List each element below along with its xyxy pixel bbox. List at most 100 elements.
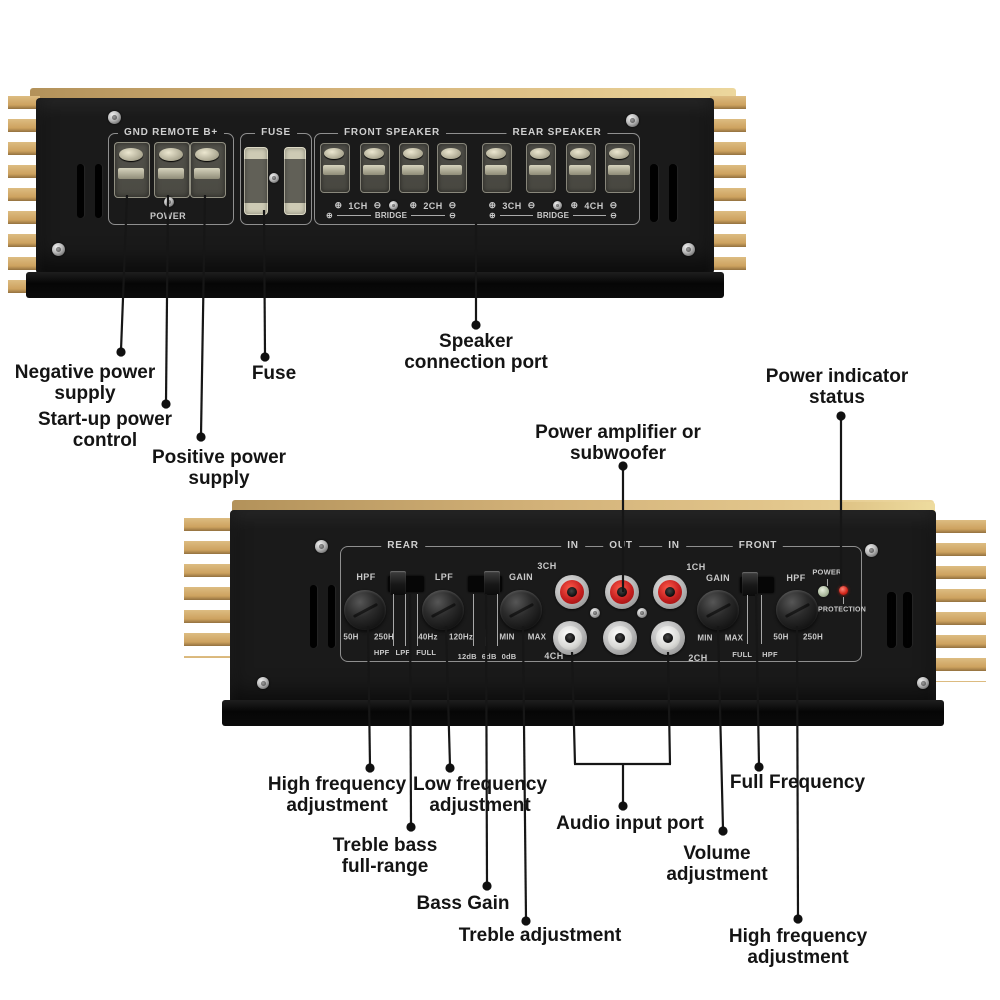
led-tick [843, 597, 844, 604]
rca-jack-1ch-in[interactable] [653, 575, 687, 609]
ch1-label: 1CH [686, 562, 706, 572]
bridge-line [411, 215, 446, 216]
minus-icon: ⊖ [610, 211, 618, 220]
callout-dot [754, 762, 764, 772]
rear-bridge-row: ⊕ BRIDGE ⊖ [489, 211, 617, 220]
front-gain-min: MIN [697, 633, 713, 643]
bridge-line [336, 215, 371, 216]
callout-negative-power-supply: Negative power supply [14, 362, 156, 404]
rear-lpf-knob[interactable] [422, 590, 464, 630]
plus-icon: ⊕ [489, 211, 496, 220]
fuse-box: FUSE [240, 127, 312, 225]
front-speaker-title: FRONT SPEAKER [338, 127, 446, 138]
ch4-label: 4CH [544, 651, 564, 661]
front-crossover-switch-labels: FULL HPF [732, 650, 778, 659]
switch-label: LPF [395, 648, 411, 657]
rca-jack-3ch-in[interactable] [555, 575, 589, 609]
front-crossover-switch[interactable] [740, 572, 774, 596]
front-hpf-title: HPF [786, 573, 806, 583]
power-terminal-title: GND REMOTE B+ [117, 127, 225, 138]
callout-dot [116, 347, 126, 357]
callout-dot [445, 763, 455, 773]
callout-speaker-connection-port: Speaker connection port [404, 331, 548, 373]
callout-dot [793, 914, 803, 924]
bridge-label: BRIDGE [536, 211, 570, 220]
callout-dot [365, 763, 375, 773]
channel-label: 1CH [348, 200, 368, 211]
rear-gain-min: MIN [499, 632, 515, 642]
section-in-right-label: IN [662, 540, 686, 551]
protection-led-label: PROTECTION [818, 606, 866, 614]
rear-hpf-knob[interactable] [344, 590, 386, 630]
rca-jack-2ch-in[interactable] [651, 621, 685, 655]
power-label-screw [164, 197, 174, 207]
panel-screw [637, 608, 647, 618]
remote-terminal [154, 142, 190, 198]
rear-crossover-switch[interactable] [388, 571, 424, 595]
power-led-label: POWER [812, 567, 842, 577]
gnd-terminal [114, 142, 150, 198]
callout-volume-adjustment: Volume adjustment [666, 843, 768, 885]
rca-jack-out-2[interactable] [603, 621, 637, 655]
heatsink-fins-left-back [8, 96, 40, 294]
rear-lpf-title: LPF [434, 572, 454, 582]
front-hpf-knob[interactable] [776, 590, 818, 630]
callout-dot [260, 352, 270, 362]
minus-icon: ⊖ [527, 200, 536, 210]
channel-2-row: ⊕ 2CH ⊖ [409, 200, 456, 211]
panel-screw [590, 608, 600, 618]
vent-slot [77, 164, 84, 218]
speaker-terminal [437, 143, 467, 193]
callout-dot [618, 801, 628, 811]
vent-slot [310, 585, 317, 648]
front-gain-knob[interactable] [697, 590, 739, 630]
back-mounting-flange [26, 272, 724, 298]
front-hpf-max: 250H [803, 632, 823, 642]
ch2-label: 2CH [688, 653, 708, 663]
plus-icon: ⊕ [488, 200, 497, 210]
panel-screw [626, 114, 639, 127]
front-mounting-flange [222, 700, 944, 726]
heatsink-fins-right-back [710, 96, 746, 270]
switch-label: HPF [373, 648, 390, 657]
bridge-label: BRIDGE [374, 211, 408, 220]
minus-icon: ⊖ [609, 200, 618, 210]
channel-label: 2CH [423, 200, 443, 211]
rear-gain-knob[interactable] [500, 590, 542, 630]
callout-fuse: Fuse [251, 363, 297, 384]
front-chassis-top-edge [232, 500, 934, 513]
vent-slot [669, 164, 677, 222]
plus-icon: ⊕ [326, 211, 333, 220]
led-tick [827, 579, 828, 586]
minus-icon: ⊖ [448, 200, 457, 210]
heatsink-fins-right-front [934, 520, 986, 682]
switch-label: 12dB [457, 652, 477, 661]
switch-guide-line [393, 594, 394, 646]
panel-screw [52, 243, 65, 256]
minus-icon: ⊖ [373, 200, 382, 210]
rca-jack-4ch-in[interactable] [553, 621, 587, 655]
rear-hpf-max: 250H [374, 632, 394, 642]
ch3-label: 3CH [537, 561, 557, 571]
callout-audio-input-port: Audio input port [556, 813, 704, 834]
bridge-line [573, 215, 607, 216]
callout-treble-bass-full-range: Treble bass full-range [332, 835, 438, 877]
panel-screw [682, 243, 695, 256]
panel-screw [389, 201, 398, 210]
section-out-label: OUT [603, 540, 639, 551]
section-rear-label: REAR [381, 540, 425, 551]
fuse-holder [244, 147, 268, 215]
fuse-title: FUSE [255, 127, 297, 138]
b-plus-terminal [190, 142, 226, 198]
front-gain-title: GAIN [705, 573, 731, 583]
callout-dot [836, 411, 846, 421]
bass-boost-switch[interactable] [468, 571, 502, 595]
switch-guide-line [405, 594, 406, 646]
callout-full-frequency: Full Frequency [729, 772, 866, 793]
callout-dot [482, 881, 492, 891]
callout-power-indicator-status: Power indicator status [765, 366, 909, 408]
rca-jack-out[interactable] [605, 575, 639, 609]
panel-screw [553, 201, 562, 210]
rear-gain-max: MAX [527, 632, 547, 642]
